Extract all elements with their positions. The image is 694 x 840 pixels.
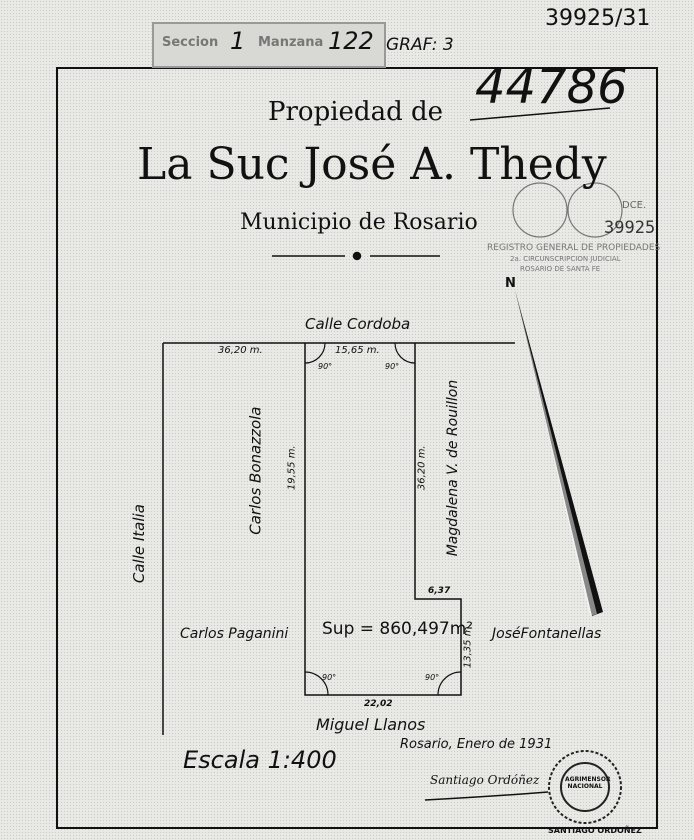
place-date: Rosario, Enero de 1931 <box>400 737 553 752</box>
manzana-value: 122 <box>328 27 374 55</box>
seccion-label: Seccion <box>162 35 219 50</box>
dim-right-lower: 13,35 m. <box>462 623 474 669</box>
dim-bottom: 22,02 <box>364 699 393 709</box>
graf-number: GRAF: 3 <box>386 35 454 55</box>
file-number: 39925/31 <box>545 6 651 31</box>
registry-line-1: REGISTRO GENERAL DE PROPIEDADES <box>487 243 661 253</box>
north-label: N <box>505 276 516 291</box>
registry-line-2: 2a. CIRCUNSCRIPCION JUDICIAL <box>510 255 621 263</box>
neighbor-fontanellas: JoséFontanellas <box>492 626 602 642</box>
agrimensor-seal <box>548 750 622 824</box>
dim-right-upper: 36,20 m. <box>416 445 428 491</box>
neighbor-llanos: Miguel Llanos <box>316 715 426 734</box>
header-underline <box>469 107 611 121</box>
angle-bottom-right: 90° <box>425 673 440 682</box>
angle-bottom-left: 90° <box>322 673 337 682</box>
property-lines <box>162 342 515 735</box>
angle-top-left: 90° <box>318 362 333 371</box>
signature: Santiago Ordóñez <box>430 773 540 787</box>
registry-number: 39925 <box>604 218 656 238</box>
title-line-1: Propiedad de <box>268 97 444 127</box>
neighbor-bonazzola: Carlos Bonazzola <box>246 406 265 535</box>
big-number: 44786 <box>475 59 628 115</box>
dim-step: 6,37 <box>428 586 451 596</box>
manzana-label: Manzana <box>258 35 324 50</box>
dim-top-left: 36,20 m. <box>218 345 263 356</box>
neighbor-rouillon: Magdalena V. de Rouillon <box>445 379 462 557</box>
title-owner: La Suc José A. Thedy <box>137 139 607 190</box>
dim-top-lot: 15,65 m. <box>335 345 380 356</box>
title-municipio: Municipio de Rosario <box>240 210 478 235</box>
seccion-manzana-stamp: Seccion 1 Manzana 122 <box>152 22 386 68</box>
registry-date-mark: DCE. <box>622 200 647 211</box>
seal-outer-text: SANTIAGO ORDOÑEZ <box>548 826 642 835</box>
neighbor-paganini: Carlos Paganini <box>180 626 289 642</box>
north-arrow-icon <box>515 290 603 616</box>
angle-arcs <box>304 342 462 696</box>
ornament-divider <box>272 251 440 261</box>
dim-left-lot: 19,55 m. <box>286 445 298 491</box>
seal-inner-text: AGRIMENSOR NACIONAL <box>565 776 611 790</box>
angle-top-right: 90° <box>385 362 400 371</box>
outer-frame <box>56 67 658 829</box>
seccion-value: 1 <box>230 27 246 55</box>
registry-seals <box>512 182 623 238</box>
signature-stroke <box>424 791 549 801</box>
street-italia: Calle Italia <box>129 504 148 584</box>
area-label: Sup = 860,497m² <box>322 619 474 639</box>
scale-label: Escala 1:400 <box>183 746 337 774</box>
street-cordoba: Calle Cordoba <box>305 315 411 333</box>
registry-line-3: ROSARIO DE SANTA FE <box>520 265 601 273</box>
